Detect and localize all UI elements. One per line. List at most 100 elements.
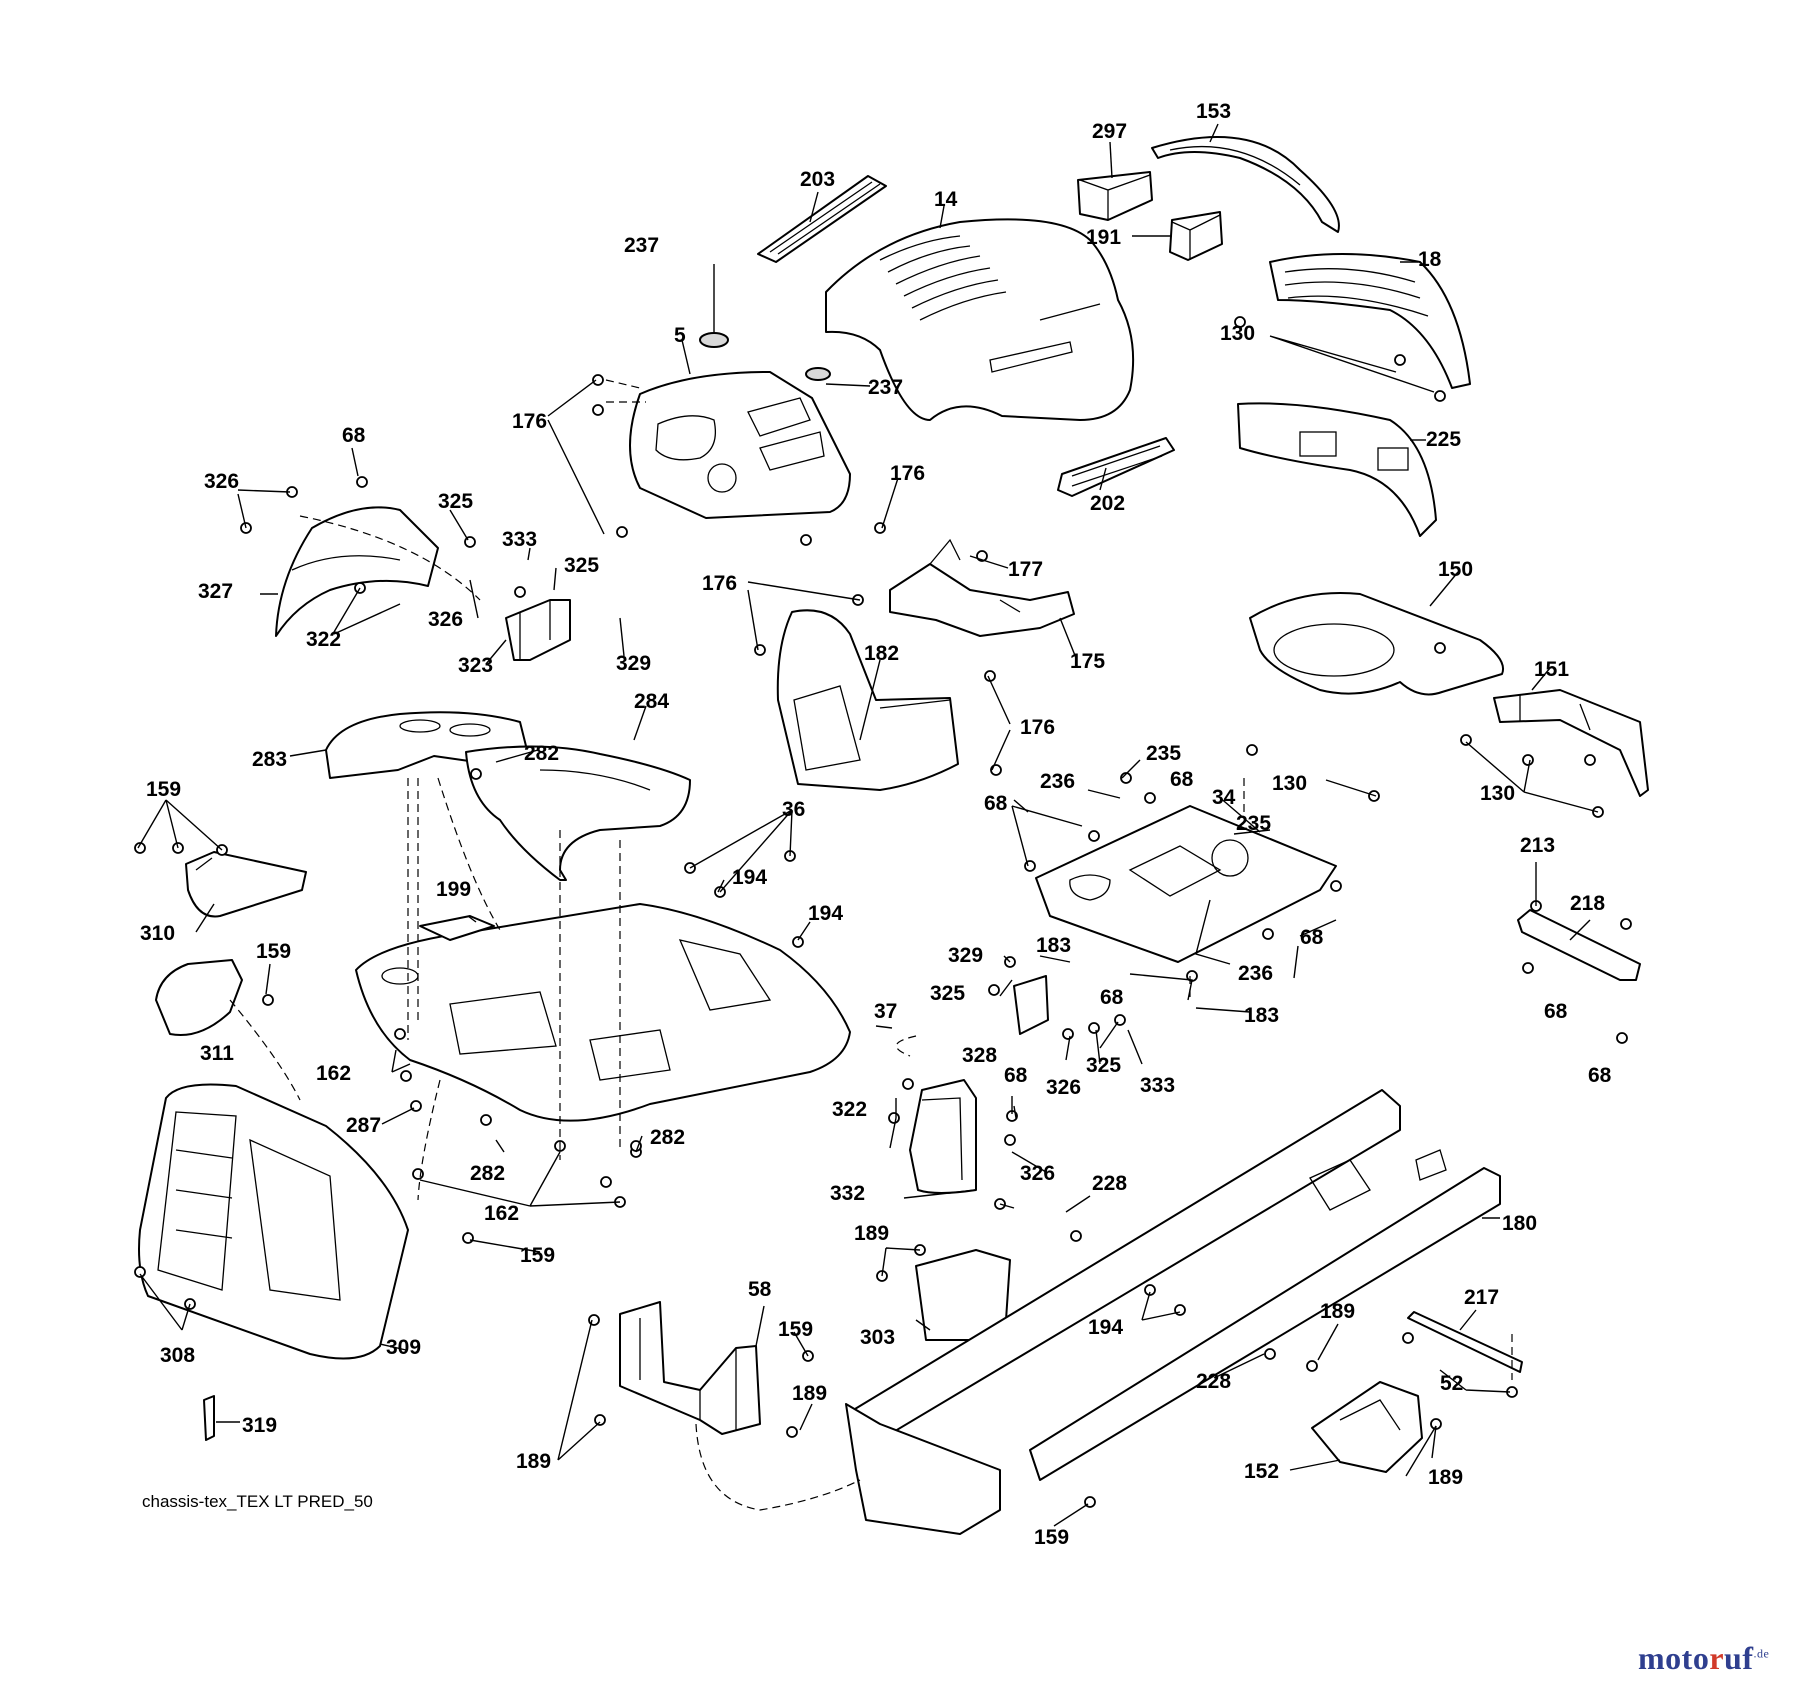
callout: 194 [732, 866, 767, 889]
callout: 327 [198, 580, 233, 603]
callout: 189 [516, 1450, 551, 1473]
part-175-dash-bracket [889, 538, 1075, 637]
part-37-main-body [355, 903, 851, 1122]
callout: 152 [1244, 1460, 1279, 1483]
callout: 326 [428, 608, 463, 631]
callout: 180 [1502, 1212, 1537, 1235]
part-5-dash-panel [629, 371, 851, 519]
callout: 5 [674, 324, 686, 347]
callout: 236 [1040, 770, 1075, 793]
callout: 237 [624, 234, 659, 257]
callout: 182 [864, 642, 899, 665]
watermark-logo: motoruf.de [1638, 1640, 1770, 1676]
callout: 34 [1212, 786, 1236, 809]
callout: 176 [890, 462, 925, 485]
callout: 159 [778, 1318, 813, 1341]
callout: 329 [616, 652, 651, 675]
part-153-trim-strip [1151, 136, 1340, 233]
callout: 303 [860, 1326, 895, 1349]
part-237-plug [699, 332, 831, 381]
callout: 189 [1428, 1466, 1463, 1489]
callout-labels: 153 297 203 14 191 18 237 130 5 237 225 … [140, 100, 1612, 1549]
callout: 203 [800, 168, 835, 191]
callout: 283 [252, 748, 287, 771]
part-182-steering-shroud [776, 609, 959, 791]
part-203-grille-strip [757, 175, 887, 263]
part-217-rod [1407, 1311, 1523, 1373]
part-152-skid-plate [1311, 1381, 1423, 1473]
callout: 189 [1320, 1300, 1355, 1323]
callout: 217 [1464, 1286, 1499, 1309]
part-284-seat [465, 745, 691, 881]
callout: 199 [436, 878, 471, 901]
callout: 322 [832, 1098, 867, 1121]
callout: 282 [524, 742, 559, 765]
callout: 213 [1520, 834, 1555, 857]
callout: 194 [808, 902, 843, 925]
part-225-lower-grille [1237, 402, 1437, 537]
callout: 36 [782, 798, 805, 821]
part-151-front-bracket [1493, 689, 1649, 797]
callout: 14 [934, 188, 958, 211]
callout: 175 [1070, 650, 1105, 673]
callout: 130 [1220, 322, 1255, 345]
part-310-bracket [185, 851, 307, 918]
callout: 68 [342, 424, 366, 447]
callout: 319 [242, 1414, 277, 1437]
part-323-bracket [505, 599, 571, 661]
callout: 68 [1170, 768, 1194, 791]
callout: 176 [1020, 716, 1055, 739]
part-18-grille-frame [1269, 253, 1471, 389]
callout: 176 [702, 572, 737, 595]
callout: 162 [316, 1062, 351, 1085]
callout: 323 [458, 654, 493, 677]
callout: 326 [1046, 1076, 1081, 1099]
callout: 189 [854, 1222, 889, 1245]
callout: 326 [204, 470, 239, 493]
callout: 58 [748, 1278, 772, 1301]
callout: 177 [1008, 558, 1043, 581]
callout: 297 [1092, 120, 1127, 143]
callout: 228 [1196, 1370, 1231, 1393]
callout: 235 [1146, 742, 1181, 765]
callout: 282 [470, 1162, 505, 1185]
callout: 333 [1140, 1074, 1175, 1097]
callout: 228 [1092, 1172, 1127, 1195]
callout: 284 [634, 690, 669, 713]
callout: 328 [962, 1044, 997, 1067]
callout: 18 [1418, 248, 1442, 271]
callout: 325 [1086, 1054, 1121, 1077]
part-311-bracket [155, 959, 243, 1036]
part-58-bracket [619, 1301, 761, 1435]
part-332-panel [909, 1079, 977, 1194]
callout: 68 [1004, 1064, 1028, 1087]
callout: 235 [1236, 812, 1271, 835]
callout: 159 [520, 1244, 555, 1267]
callout: 159 [1034, 1526, 1069, 1549]
callout: 311 [200, 1042, 234, 1065]
callout: 322 [306, 628, 341, 651]
callout: 202 [1090, 492, 1125, 515]
callout: 282 [650, 1126, 685, 1149]
callout: 151 [1534, 658, 1569, 681]
part-297-headlight [1077, 171, 1153, 221]
callout: 310 [140, 922, 175, 945]
callout: 325 [930, 982, 965, 1005]
callout: 52 [1440, 1372, 1463, 1395]
callout: 287 [346, 1114, 381, 1137]
callout: 130 [1480, 782, 1515, 805]
callout: 191 [1086, 226, 1121, 249]
part-218-bracket [1517, 909, 1641, 981]
callout: 236 [1238, 962, 1273, 985]
part-319-clip [203, 1395, 215, 1441]
part-191-headlight [1169, 211, 1223, 261]
callout: 325 [438, 490, 473, 513]
callout: 189 [792, 1382, 827, 1405]
callout: 68 [1100, 986, 1124, 1009]
part-34-mount-plate [1035, 805, 1337, 963]
leader-lines [137, 123, 1599, 1527]
callout: 68 [1300, 926, 1324, 949]
callout: 183 [1244, 1004, 1279, 1027]
callout: 150 [1438, 558, 1473, 581]
